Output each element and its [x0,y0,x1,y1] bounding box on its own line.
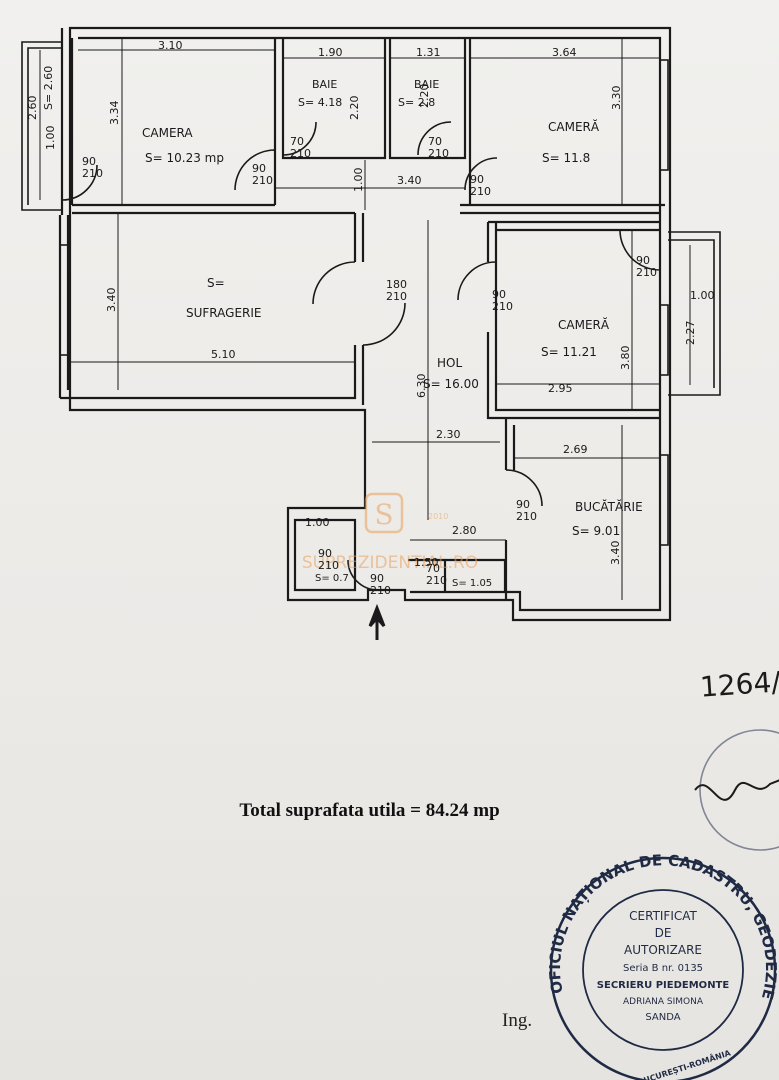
baie1-area: S= 4.18 [298,96,342,109]
bucatarie-area: S= 9.01 [572,524,620,538]
hol-area: S= 16.00 [423,377,479,391]
watermark: S 2010 SUPREZIDENTIAL.RO [302,492,478,573]
camera2-name: CAMERĂ [548,119,600,134]
bucatarie-name: BUCĂTĂRIE [575,499,643,514]
door-swings [61,121,661,591]
watermark-letter: S [374,498,393,531]
watermark-name: SUPREZIDENTIAL.RO [302,553,478,573]
dim-camera3-height: 3.80 [619,346,632,371]
dim-balcon1-width: 1.00 [44,126,57,151]
baie1-name: BAIE [312,78,337,91]
cadastre-stamp: OFICIUL NAȚIONAL DE CADASTRU, GEODEZIE Ș… [546,851,779,1080]
baie2-name: BAIE [414,78,439,91]
sufragerie-area: S= [207,276,225,290]
room-labels: CAMERA S= 10.23 mp BAIE S= 4.18 BAIE S= … [142,78,643,589]
dim-camera2-width: 3.64 [552,46,577,59]
hol-name: HOL [437,356,462,370]
camera1-area: S= 10.23 mp [145,151,224,165]
dim-hol-width2: 2.30 [436,428,461,441]
watermark-year: 2010 [428,512,448,521]
camera2-area: S= 11.8 [542,151,590,165]
dim-balcon1-height: 2.60 [26,96,39,121]
stamp-city: BUCUREȘTI-ROMÂNIA [636,1046,733,1080]
dim-camera3-width: 2.95 [548,382,573,395]
debara1-area: S= 0.7 [315,573,349,584]
dim-balcon1-area: S= 2.60 [42,66,55,110]
stamp-line3: AUTORIZARE [624,943,702,957]
dim-hol-width3: 2.80 [452,524,477,537]
signature-icon [694,779,779,801]
dim-bucatarie-height: 3.40 [609,541,622,566]
baie2-area: S= 2.8 [398,96,435,109]
entrance-arrow-icon [368,603,386,640]
dim-baie1-height: 2.20 [348,96,361,121]
dim-debara1: 1.00 [305,516,330,529]
dim-sufragerie-width: 5.10 [211,348,236,361]
dim-sufragerie-height: 3.40 [105,288,118,313]
signature-mark [694,729,779,851]
total-area: Total suprafata utila = 84.24 mp [0,800,779,822]
reference-number: 1264/ [698,665,779,704]
stamp-line2: DE [655,926,672,940]
stamp-line4: Seria B nr. 0135 [623,963,703,974]
debara2-area: S= 1.05 [452,578,492,589]
camera1-name: CAMERA [142,126,193,140]
dim-hol-depth: 1.00 [352,168,365,193]
total-area-text: Total suprafata utila = 84.24 mp [239,800,500,821]
dim-bucatarie-width: 2.69 [563,443,588,456]
dimension-lines [39,38,691,600]
dim-debara2: 1.50 [414,556,439,569]
dim-balcon2-height: 2.27 [684,321,697,346]
dimension-labels: 3.10 1.90 1.31 3.64 5.10 3.40 2.30 2.80 … [26,39,715,569]
dim-balcon2-width: 1.00 [690,289,715,302]
camera3-area: S= 11.21 [541,345,597,359]
dim-camera1-width: 3.10 [158,39,183,52]
signature-prefix: Ing. [502,1010,533,1031]
dim-hol-width1: 3.40 [397,174,422,187]
stamp-line1: CERTIFICAT [629,909,697,923]
dim-camera1-height: 3.34 [108,101,121,126]
camera3-name: CAMERĂ [558,317,610,332]
dim-hol-length: 6.30 [415,374,428,399]
dim-baie1-width: 1.90 [318,46,343,59]
dim-baie2-height: 2.20 [418,84,431,109]
dim-baie2-width: 1.31 [416,46,441,59]
windows [21,41,721,546]
stamp-name: SECRIERU PIEDEMONTE [597,980,730,991]
sufragerie-name: SUFRAGERIE [186,306,262,320]
dim-camera2-height: 3.30 [610,86,623,111]
stamp-name2: ADRIANA SIMONA [623,997,704,1007]
stamp-name3: SANDA [645,1012,680,1023]
